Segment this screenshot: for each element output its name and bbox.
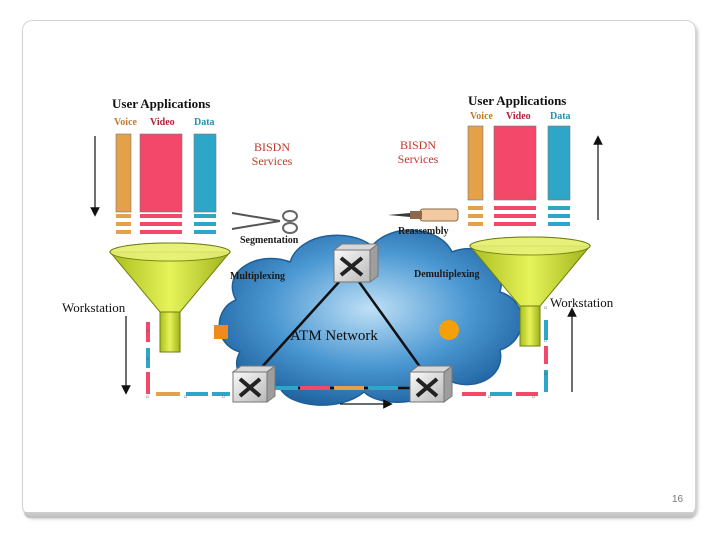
right-video-label: Video	[506, 111, 531, 122]
multiplexing-label: Multiplexing	[230, 271, 286, 282]
left-segment-cells	[116, 214, 216, 234]
svg-text:¤: ¤	[544, 306, 547, 312]
right-bisdn-services: BISDN Services	[386, 138, 450, 167]
left-voice-label: Voice	[114, 117, 137, 128]
cell-header-mark: ¤	[366, 387, 370, 395]
atm-network-label: ATM Network	[290, 328, 378, 344]
left-video-label: Video	[150, 117, 175, 128]
glue-tube-icon	[388, 208, 459, 222]
reassembly-label: Reassembly	[398, 226, 449, 237]
left-bisdn-line1: BISDN	[253, 140, 290, 154]
svg-text:¤: ¤	[544, 339, 547, 345]
right-app-bars	[467, 125, 571, 201]
right-bisdn-line1: BISDN	[399, 138, 436, 152]
atm-switch-icon	[408, 365, 454, 403]
svg-text:¤: ¤	[146, 357, 149, 363]
funnel-icon	[468, 236, 592, 347]
left-user-applications: User Applications	[112, 96, 211, 111]
data-bar	[547, 125, 571, 201]
right-voice-label: Voice	[470, 111, 493, 122]
right-mux-stream: ¤ ¤ ¤ ¤ ¤	[462, 306, 548, 401]
left-bisdn-services: BISDN Services	[240, 140, 304, 169]
demultiplexing-label: Demultiplexing	[414, 269, 480, 280]
right-user-applications: User Applications	[468, 93, 567, 108]
slide-bottom-bar	[24, 512, 696, 518]
voice-bar	[115, 133, 132, 213]
cell-data	[334, 386, 364, 390]
left-app-bars	[115, 133, 217, 213]
svg-text:¤: ¤	[488, 395, 491, 401]
video-bar	[139, 133, 183, 213]
cell-voice	[268, 386, 298, 390]
orange-port	[439, 320, 459, 340]
cell-voice	[368, 386, 398, 390]
right-workstation-label: Workstation	[550, 295, 614, 310]
cell-header-mark: ¤	[298, 387, 302, 395]
right-data-label: Data	[550, 111, 571, 122]
svg-text:¤: ¤	[146, 395, 149, 401]
left-data-label: Data	[194, 117, 215, 128]
page-number: 16	[672, 494, 684, 505]
svg-text:¤: ¤	[184, 395, 187, 401]
cell-header-mark: ¤	[332, 387, 336, 395]
atm-switch-icon	[231, 365, 277, 403]
right-bisdn-line2: Services	[397, 151, 439, 166]
left-mux-stream: ¤ ¤ ¤ ¤ ¤	[146, 322, 230, 401]
svg-text:¤: ¤	[146, 329, 149, 335]
svg-text:¤: ¤	[222, 395, 225, 401]
funnel-icon	[108, 242, 232, 353]
scissors-icon	[231, 210, 298, 234]
segmentation-label: Segmentation	[240, 235, 299, 246]
svg-text:¤: ¤	[532, 395, 535, 401]
link-cells: ¤ ¤ ¤ ¤	[268, 386, 400, 395]
video-bar	[493, 125, 537, 201]
svg-text:¤: ¤	[544, 372, 547, 378]
atm-switch-icon	[332, 243, 380, 283]
cell-video	[300, 386, 330, 390]
data-bar	[193, 133, 217, 213]
voice-bar	[467, 125, 484, 201]
right-segment-cells	[468, 206, 570, 226]
orange-port	[214, 325, 228, 339]
cell-header-mark: ¤	[396, 387, 400, 395]
left-bisdn-line2: Services	[251, 153, 293, 168]
left-workstation-label: Workstation	[62, 300, 126, 315]
